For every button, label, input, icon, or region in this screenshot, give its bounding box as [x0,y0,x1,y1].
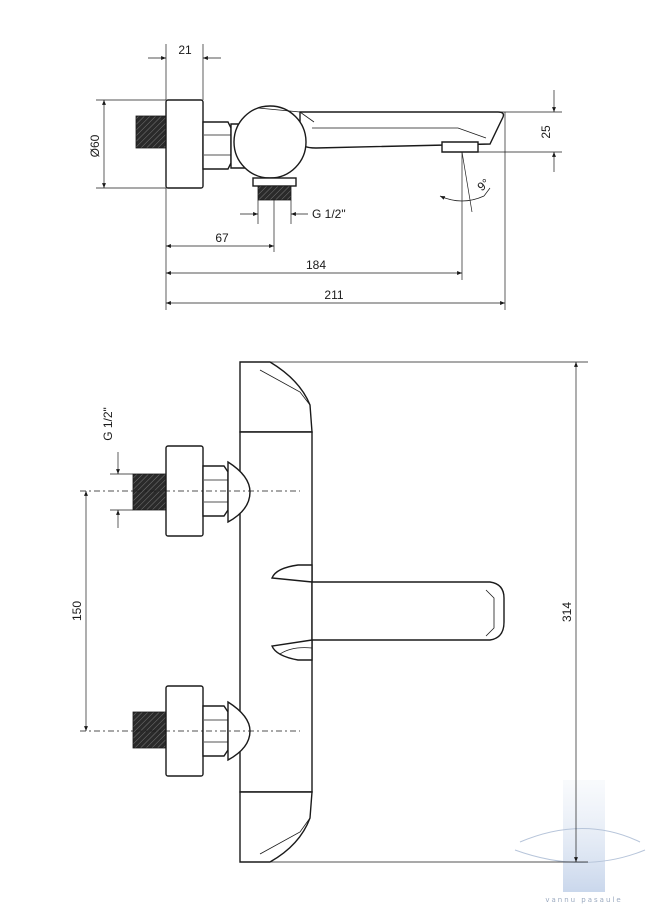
watermark-text: vannu pasaule [545,896,622,904]
upper-elbow [227,460,251,524]
lower-threaded-connector [132,711,168,749]
handle-bottom [239,791,313,863]
spout-front [271,564,505,661]
mixer-body-circle [233,105,307,179]
dim-thread-front-label: G 1/2" [101,407,115,441]
handle-top [239,361,313,433]
wall-flange [165,99,204,189]
upper-threaded-connector [132,473,168,511]
dim-diameter-label: Ø60 [88,134,102,157]
dim-184-label: 184 [306,258,326,272]
outlet-thread [257,185,292,201]
hex-nut [202,121,232,170]
dim-21-label: 21 [178,43,192,57]
dim-thread-top-label: G 1/2" [312,207,346,221]
dim-angle-label: 9° [475,176,493,194]
top-view: 21 Ø60 25 9° G 1/2" 67 184 [88,43,562,310]
threaded-connector [135,115,167,149]
front-view: G 1/2" 150 314 [70,361,588,863]
watermark: vannu pasaule [514,780,646,904]
dim-211-label: 211 [324,288,343,302]
outlet-body [252,177,297,187]
spout-aerator [441,141,479,153]
dim-67-label: 67 [215,231,229,245]
dim-150-label: 150 [70,601,84,621]
dim-314-label: 314 [560,602,574,622]
dim-25-label: 25 [539,125,553,139]
mixer-body-front [239,431,313,793]
